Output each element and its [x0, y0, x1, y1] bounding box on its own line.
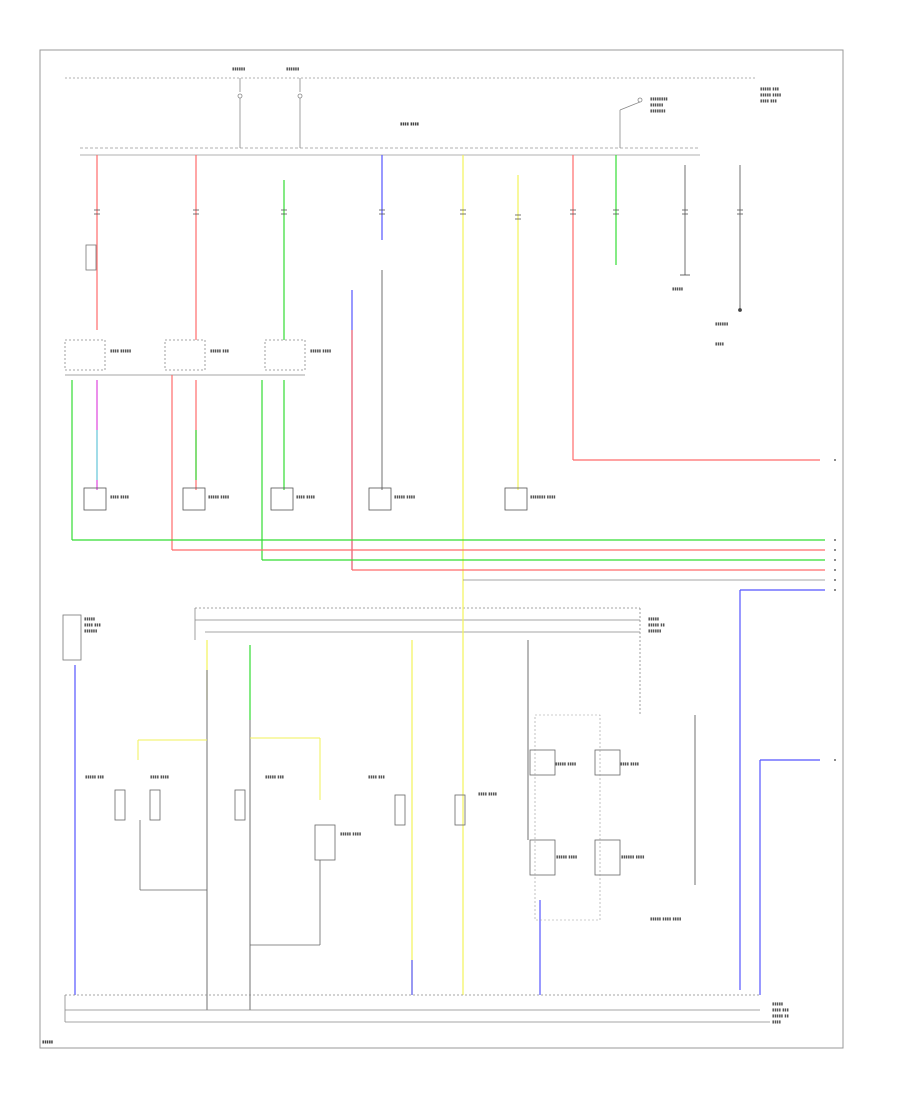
upper-modules — [64, 339, 306, 371]
lower-right-note: ▮▮▮▮▮ ▮▮ — [772, 1013, 789, 1018]
left-switch-label: ▮▮▮▮▮▮ — [84, 628, 97, 633]
light-label: ▮▮▮▮▮▮▮ ▮▮▮▮ — [530, 494, 555, 499]
top-switch-label: ▮▮▮▮▮▮ — [232, 66, 245, 71]
ground-label: ▮▮▮▮ — [715, 341, 724, 346]
top-right-switch-label: ▮▮▮▮▮▮▮ — [650, 108, 665, 113]
left-switch-label: ▮▮▮▮ ▮▮▮ — [84, 622, 101, 627]
ground-label: ▮▮▮▮▮ — [672, 286, 683, 291]
lower-right-note: ▮▮▮▮ — [772, 1019, 781, 1024]
ground-label: ▮▮▮▮▮▮ — [715, 321, 728, 326]
lower-component-label: ▮▮▮▮▮ ▮▮▮▮ ▮▮▮▮ — [650, 916, 681, 921]
ground-symbols — [680, 274, 742, 312]
lower-component-label: ▮▮▮▮▮ ▮▮▮▮ — [556, 854, 577, 859]
module-to-light-wires — [71, 270, 383, 570]
top-right-switch — [619, 97, 643, 148]
top-switch-left — [237, 78, 303, 148]
top-right-note: ▮▮▮▮▮ ▮▮▮ — [760, 86, 779, 91]
lower-right-note: ▮▮▮▮▮ — [772, 1001, 783, 1006]
top-right-note: ▮▮▮▮ ▮▮▮ — [760, 98, 777, 103]
top-right-note: ▮▮▮▮▮ ▮▮▮▮ — [760, 92, 781, 97]
lower-ground-link — [139, 820, 321, 946]
footer-code: ▮▮▮▮▮ — [42, 1039, 54, 1044]
lower-module-label: ▮▮▮▮▮ — [648, 616, 659, 621]
lower-module-label: ▮▮▮▮▮▮ — [648, 628, 661, 633]
harness-lines — [72, 539, 825, 990]
top-switch-label: ▮▮▮▮▮▮ — [286, 66, 299, 71]
lower-right-note: ▮▮▮▮ ▮▮▮ — [772, 1007, 789, 1012]
top-right-switch-label: ▮▮▮▮▮▮ — [650, 102, 663, 107]
lower-component-label: ▮▮▮▮ ▮▮▮▮ — [478, 791, 497, 796]
light-components — [83, 487, 528, 511]
light-label: ▮▮▮▮ ▮▮▮▮ — [110, 494, 129, 499]
lower-component-label: ▮▮▮▮▮ ▮▮▮ — [85, 774, 104, 779]
left-switch-label: ▮▮▮▮▮ — [84, 616, 95, 621]
switch-box — [85, 244, 97, 271]
lower-component-boxes — [114, 749, 621, 876]
connector-marks — [94, 209, 743, 220]
lower-dashed-frame — [534, 714, 601, 921]
diagram-frame — [39, 49, 844, 1049]
light-label: ▮▮▮▮▮ ▮▮▮▮ — [394, 494, 415, 499]
module-label: ▮▮▮▮▮ ▮▮▮ — [210, 348, 229, 353]
lower-component-label: ▮▮▮▮▮ ▮▮▮▮ — [340, 831, 361, 836]
light-label: ▮▮▮▮▮ ▮▮▮▮ — [208, 494, 229, 499]
header-text: ▮▮▮▮ ▮▮▮▮ — [400, 121, 419, 126]
lower-component-label: ▮▮▮▮ ▮▮▮▮ — [150, 774, 169, 779]
left-switch-box — [62, 614, 82, 661]
lower-component-label: ▮▮▮▮ ▮▮▮▮ — [620, 761, 639, 766]
lower-module-label: ▮▮▮▮▮ ▮▮ — [648, 622, 665, 627]
lower-wires — [74, 600, 820, 1010]
lower-component-label: ▮▮▮▮ ▮▮▮ — [368, 774, 385, 779]
lower-component-label: ▮▮▮▮▮ ▮▮▮▮ — [555, 761, 576, 766]
upper-wires — [96, 155, 820, 600]
edge-markers — [834, 459, 836, 761]
light-label: ▮▮▮▮ ▮▮▮▮ — [296, 494, 315, 499]
top-bus — [65, 77, 755, 156]
mid-bus — [194, 607, 641, 715]
module-label: ▮▮▮▮ ▮▮▮▮▮ — [110, 348, 131, 353]
top-right-switch-label: ▮▮▮▮▮▮▮▮ — [650, 96, 668, 101]
module-label: ▮▮▮▮▮ ▮▮▮▮ — [310, 348, 331, 353]
cross-links — [137, 737, 321, 800]
bottom-bus — [64, 994, 770, 1023]
lower-component-label: ▮▮▮▮▮▮ ▮▮▮▮ — [621, 854, 644, 859]
lower-component-label: ▮▮▮▮▮ ▮▮▮ — [265, 774, 284, 779]
